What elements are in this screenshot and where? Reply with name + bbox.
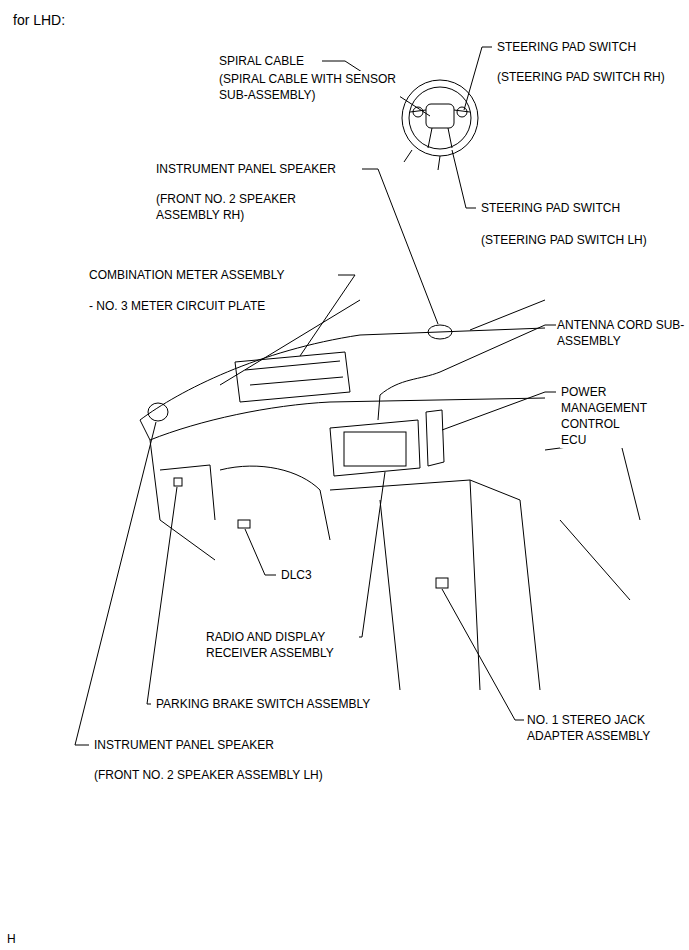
knee-panel [160,465,215,520]
passenger-side [545,440,640,600]
parking-brake-switch [174,478,182,486]
part-label: POWER MANAGEMENT CONTROL ECU [560,384,648,448]
meter-detail [245,361,343,385]
speaker-lh [148,403,168,421]
leader-line [452,150,476,208]
leader-line [75,422,156,745]
center-console [330,480,540,690]
switch-rh [457,107,467,117]
radio-receiver [330,420,420,476]
part-label: H [6,931,17,947]
part-label: DLC3 [280,567,313,583]
part-label: (FRONT NO. 2 SPEAKER ASSEMBLY RH) [155,191,335,223]
part-label: PARKING BRAKE SWITCH ASSEMBLY [155,696,371,712]
power-management-ecu [426,410,444,466]
part-label: SPIRAL CABLE [218,53,305,69]
leader-line [245,529,276,575]
part-label: STEERING PAD SWITCH [480,200,621,216]
leader-line [300,275,355,356]
leader-line [352,472,385,637]
part-label: NO. 1 STEREO JACK ADAPTER ASSEMBLY [526,712,686,744]
antenna-cord [378,372,440,420]
combination-meter [235,352,350,402]
part-label: (SPIRAL CABLE WITH SENSOR SUB-ASSEMBLY) [218,71,400,103]
leader-line [442,392,556,430]
part-label: (STEERING PAD SWITCH LH) [480,232,648,248]
leader-line [362,169,438,324]
wheel-spokes [410,110,470,148]
steering-wheel [402,80,478,170]
windshield [220,300,545,385]
part-label: (FRONT NO. 2 SPEAKER ASSEMBLY LH) [93,767,324,783]
leader-line [147,487,177,704]
part-label: - NO. 3 METER CIRCUIT PLATE [88,298,266,314]
speaker-rh [428,325,452,339]
wheel-rim-inner [409,87,471,149]
dlc3-connector [238,520,250,528]
part-label: (STEERING PAD SWITCH RH) [496,69,666,85]
part-label: RADIO AND DISPLAY RECEIVER ASSEMBLY [205,629,359,661]
dashboard [140,300,640,690]
stereo-jack [436,578,448,588]
part-label: INSTRUMENT PANEL SPEAKER [93,737,275,753]
leader-line [464,47,492,110]
dash-face [150,398,545,440]
dash-top [140,328,545,420]
leader-lines [75,47,556,745]
dash-lower [220,466,330,540]
column [404,150,440,170]
part-label: INSTRUMENT PANEL SPEAKER [155,161,337,177]
part-label: ANTENNA CORD SUB-ASSEMBLY [556,317,686,349]
diagram-title: for LHD: [12,11,66,29]
part-label: STEERING PAD SWITCH [496,39,637,55]
leader-line [442,589,524,720]
wheel-hub [426,104,454,128]
radio-screen [344,432,406,466]
leader-line [440,325,556,372]
wheel-rim [402,80,478,156]
part-label: COMBINATION METER ASSEMBLY [88,267,286,283]
